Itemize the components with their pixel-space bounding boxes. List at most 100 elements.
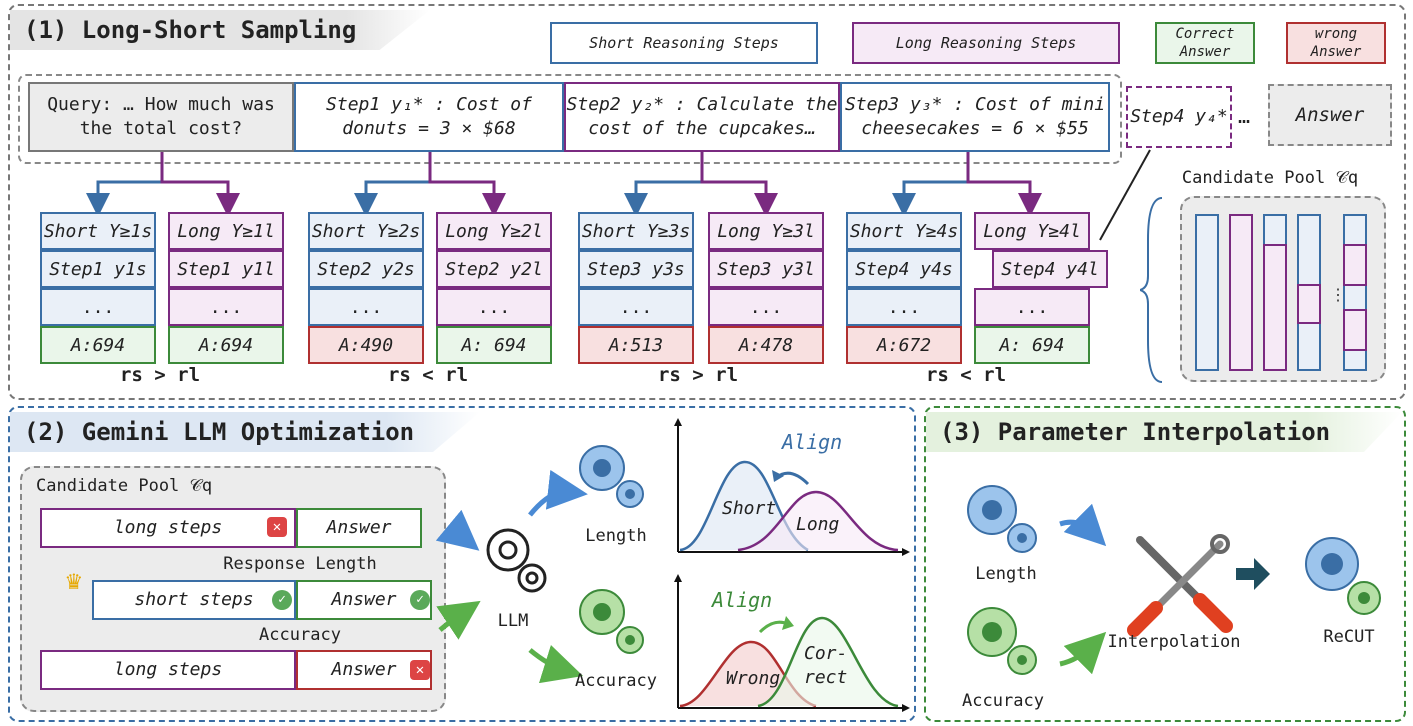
long-step: Step4 y4l: [992, 250, 1108, 288]
length-distribution-plot: [674, 418, 910, 556]
section1-title: (1) Long-Short Sampling: [10, 10, 430, 50]
row1-long-steps: long steps: [40, 508, 296, 548]
short-step: Step2 y2s: [308, 250, 424, 288]
reward-relation: rs < rl: [925, 364, 1007, 386]
section-parameter-interpolation: [924, 406, 1406, 722]
accuracy-gear-label: Accuracy: [575, 671, 657, 691]
short-head: Short Y≥4s: [846, 212, 962, 250]
row3-answer: Answer: [296, 650, 432, 690]
accuracy-label: Accuracy: [962, 691, 1044, 711]
short-step: Step3 y3s: [578, 250, 694, 288]
row2-short-steps: short steps: [92, 580, 296, 620]
section3-title: (3) Parameter Interpolation: [926, 412, 1402, 452]
ellipsis: …: [1238, 104, 1251, 128]
accuracy-gear-icon: [579, 589, 644, 654]
long-dots: ...: [436, 288, 552, 326]
correct-curve: [757, 616, 899, 708]
long-step: Step3 y3l: [708, 250, 824, 288]
length-gear-icon: [967, 485, 1037, 553]
long-step: Step1 y1l: [168, 250, 284, 288]
recut-gear-icon: [1305, 537, 1381, 615]
pool-bar: [1263, 244, 1287, 371]
legend-correct-answer: Correct Answer: [1155, 22, 1255, 64]
response-length-label: Response Length: [223, 554, 377, 574]
short-answer: A:513: [578, 326, 694, 364]
short-dots: ...: [846, 288, 962, 326]
query-box: Query: … How much was the total cost?: [28, 82, 294, 152]
long-head: Long Y≥2l: [436, 212, 552, 250]
legend-wrong-answer: wrong Answer: [1286, 22, 1386, 64]
pool-bar: [1343, 244, 1367, 286]
long-head: Long Y≥4l: [974, 212, 1090, 250]
short-head: Short Y≥2s: [308, 212, 424, 250]
wrong-label: Wrong: [726, 668, 781, 689]
section-long-short-sampling: [8, 4, 1406, 400]
long-dots: ...: [168, 288, 284, 326]
pool-bar: [1343, 309, 1367, 351]
short-dots: ...: [308, 288, 424, 326]
reward-relation: rs > rl: [119, 364, 201, 386]
align-label-1: Align: [782, 430, 843, 454]
long-dots: ...: [974, 288, 1090, 326]
row3-long-steps: long steps: [40, 650, 296, 690]
long-head: Long Y≥1l: [168, 212, 284, 250]
llm-label: LLM: [497, 611, 529, 631]
recut-label: ReCUT: [1323, 627, 1375, 647]
long-answer: A:478: [708, 326, 824, 364]
candidate-pool-label: Candidate Pool 𝒞q: [36, 476, 213, 496]
legend-long-steps: Long Reasoning Steps: [852, 22, 1120, 64]
interpolation-label: Interpolation: [1107, 632, 1241, 652]
right-arrow-icon: [1236, 558, 1270, 590]
row2-answer-check-icon: ✓: [410, 590, 430, 610]
accuracy-distribution-plot: [674, 574, 910, 712]
correct-label: Cor-rect: [804, 643, 848, 688]
step4-box: Step4 y₄*: [1126, 86, 1232, 148]
row1-answer: Answer: [296, 508, 422, 548]
long-dots: ...: [708, 288, 824, 326]
length-label: Length: [585, 526, 647, 546]
length-label: Length: [975, 564, 1037, 584]
step1-box: Step1 y₁* : Cost of donuts = 3 × $68: [294, 82, 564, 152]
length-gear-icon: [579, 445, 644, 508]
short-head: Short Y≥3s: [578, 212, 694, 250]
answer-box: Answer: [1268, 84, 1392, 146]
candidate-pool-label: Candidate Pool 𝒞q: [1181, 168, 1359, 188]
tree-arrows: [86, 149, 1151, 241]
pool-bar: [1195, 214, 1219, 371]
accuracy-gear-icon: [967, 607, 1037, 675]
short-dots: ...: [578, 288, 694, 326]
short-head: Short Y≥1s: [40, 212, 156, 250]
short-dots: ...: [40, 288, 156, 326]
short-step: Step4 y4s: [846, 250, 962, 288]
step2-box: Step2 y₂* : Calculate the cost of the cu…: [564, 82, 840, 152]
row2-answer: Answer: [296, 580, 432, 620]
legend-short-steps: Short Reasoning Steps: [550, 22, 818, 64]
row3-wrong-icon: ✕: [410, 660, 430, 680]
align-label-2: Align: [712, 588, 773, 612]
step3-box: Step3 y₃* : Cost of mini cheesecakes = 6…: [840, 82, 1110, 152]
brace: [1140, 197, 1163, 383]
short-step: Step1 y1s: [40, 250, 156, 288]
query-row-frame: [18, 74, 1122, 164]
row1-wrong-icon: ✕: [267, 517, 287, 537]
pool-bar: [1297, 284, 1321, 324]
long-step: Step2 y2l: [436, 250, 552, 288]
short-answer: A:694: [40, 326, 156, 364]
long-answer: A: 694: [974, 326, 1090, 364]
section2-title: (2) Gemini LLM Optimization: [10, 412, 480, 452]
svg-text:⋮: ⋮: [1330, 285, 1346, 304]
short-answer: A:490: [308, 326, 424, 364]
llm-gear-icon: [486, 528, 547, 593]
interpolation-graphics: [967, 485, 1381, 675]
short-label: Short: [722, 498, 777, 519]
pool-bar: [1229, 214, 1253, 371]
reward-relation: rs > rl: [657, 364, 739, 386]
long-answer: A: 694: [436, 326, 552, 364]
short-answer: A:672: [846, 326, 962, 364]
section-gemini-llm-optimization: [8, 406, 916, 722]
long-label: Long: [796, 514, 840, 535]
long-answer: A:694: [168, 326, 284, 364]
candidate-pool-bars: ⋮: [1140, 197, 1367, 383]
reward-relation: rs < rl: [387, 364, 469, 386]
row2-check-icon: ✓: [272, 590, 292, 610]
